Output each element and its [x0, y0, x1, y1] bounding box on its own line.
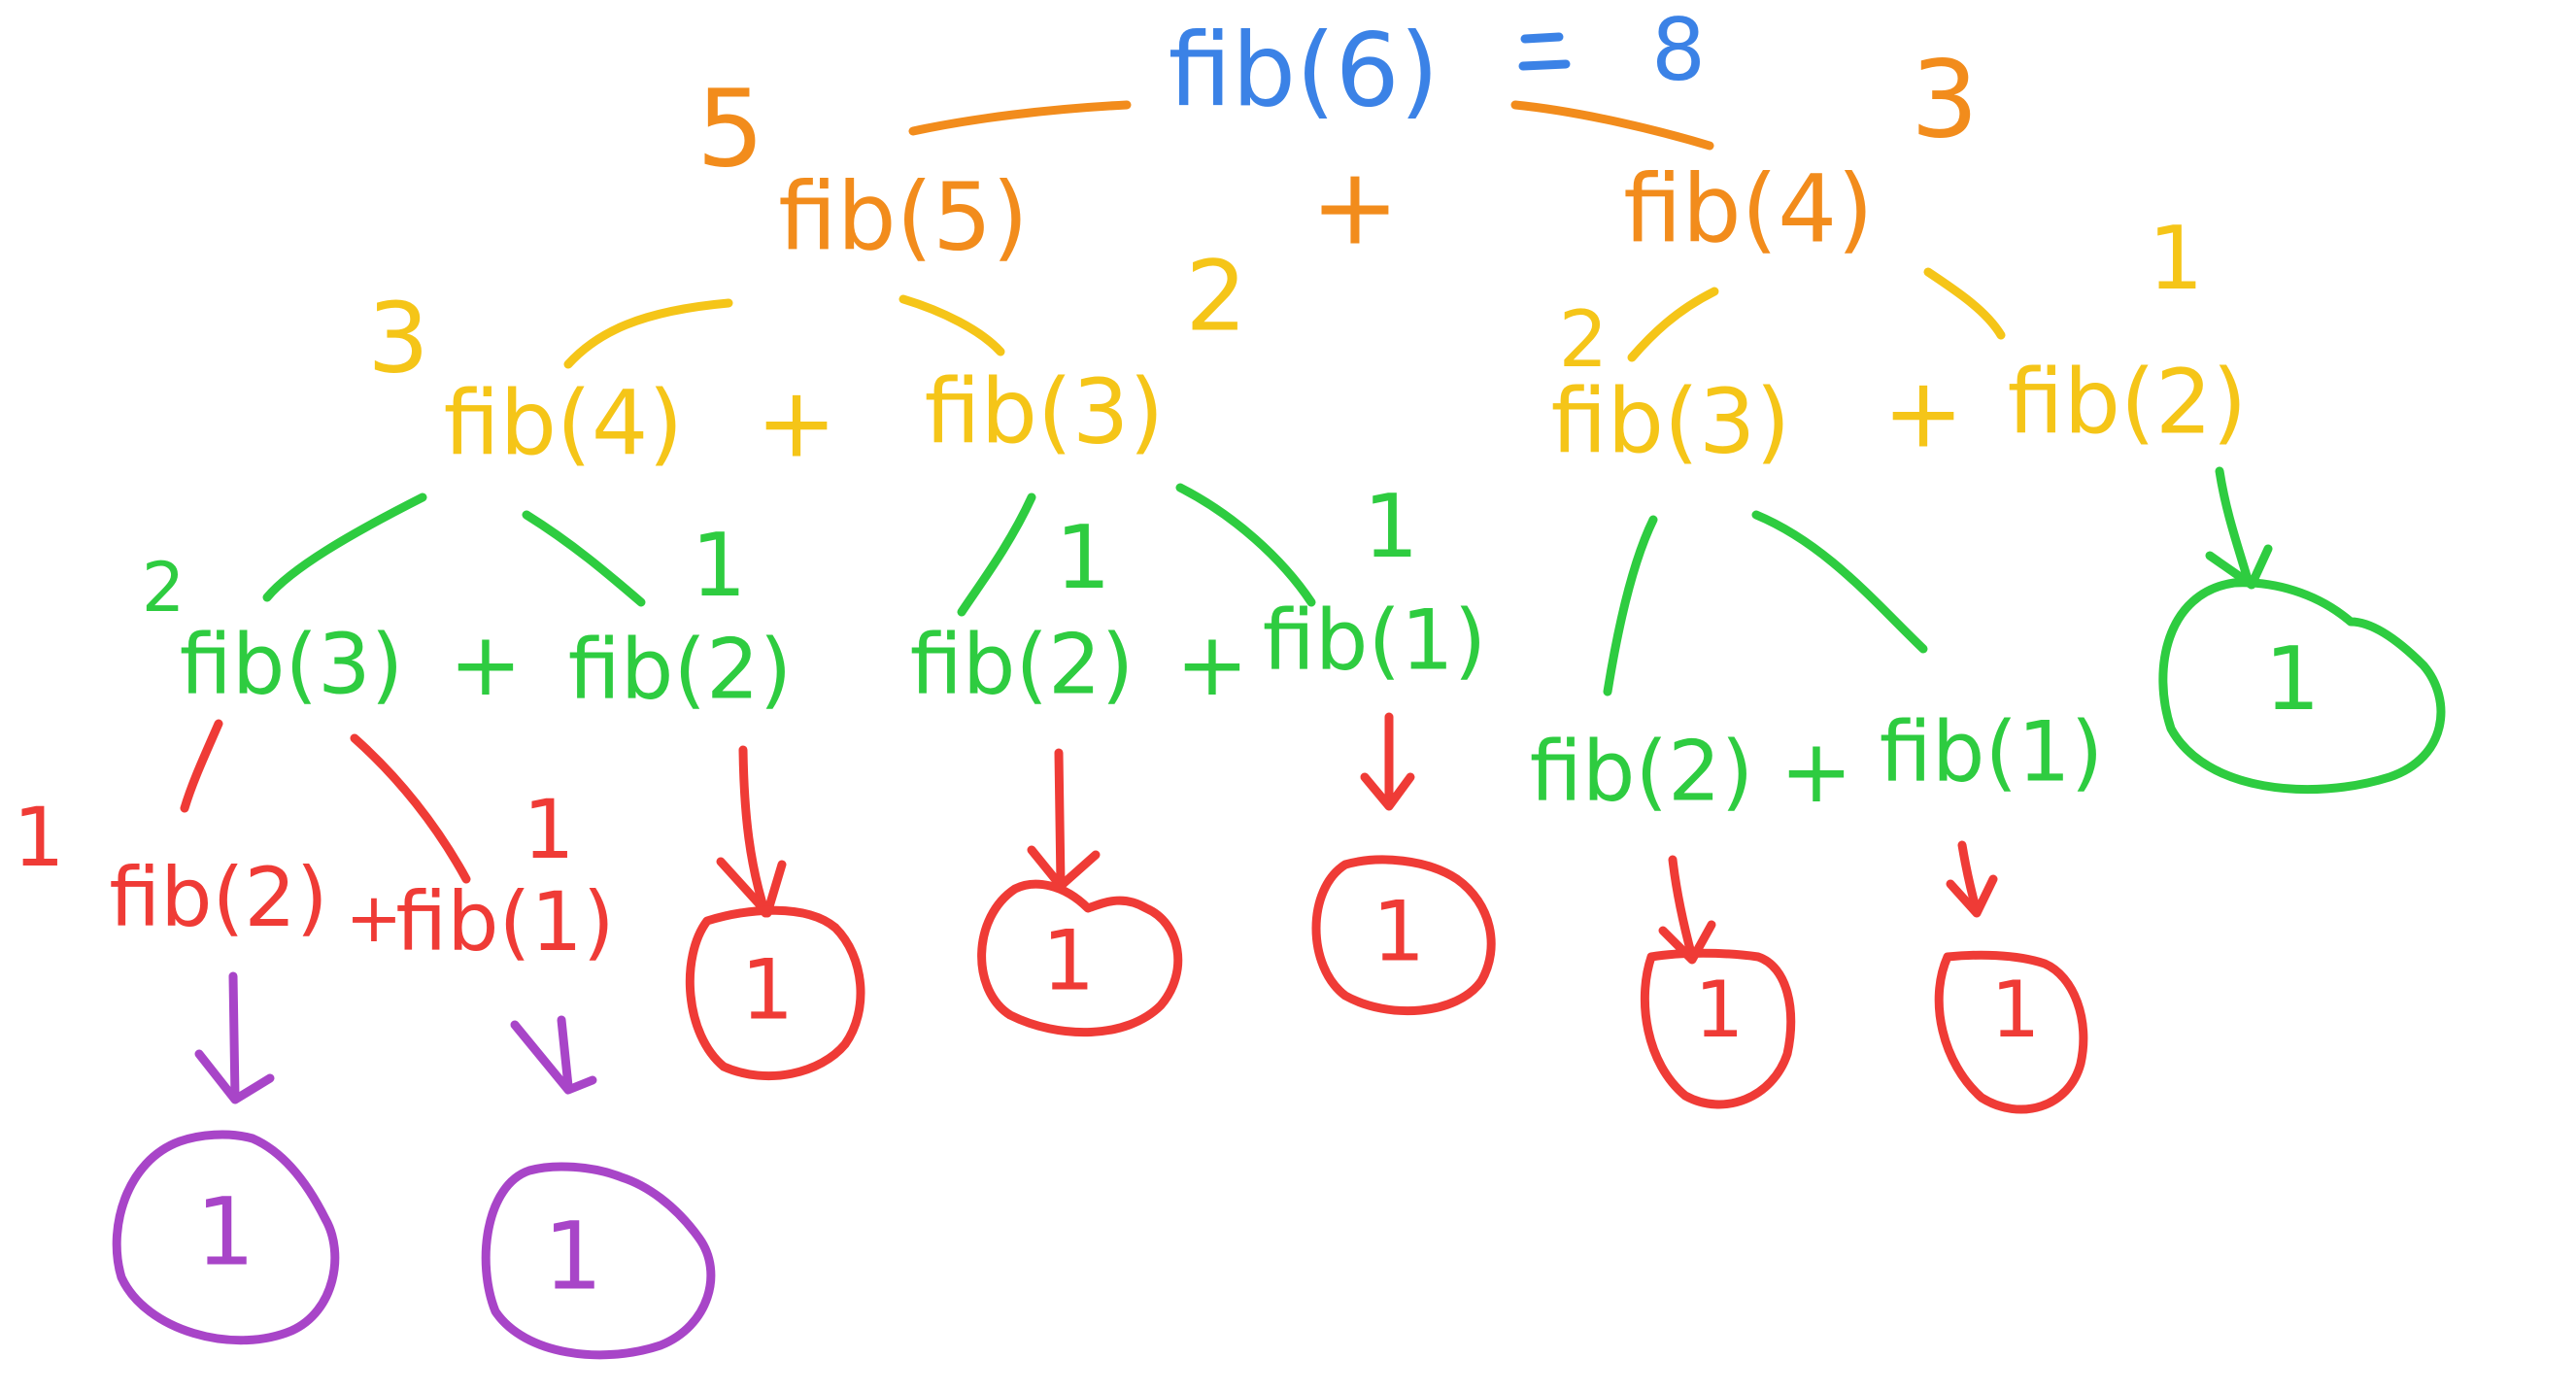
node-fib1-label: fib(1) [1880, 703, 2104, 800]
leaf-value-red: 1 [1695, 965, 1745, 1055]
edge-fib4r-to-fib2 [1923, 267, 2006, 340]
leaf-circle-green [2158, 578, 2446, 795]
node-fib4-right-value: 3 [1911, 37, 1979, 161]
node-fib5-label: fib(5) [778, 162, 1028, 271]
leaf-value-red: 1 [1042, 912, 1096, 1009]
leaf-value-red: 1 [1373, 883, 1426, 980]
edge-fib3b-to-fib2 [1603, 515, 1658, 696]
node-fib3-label: fib(3) [180, 616, 404, 713]
node-fib2-value: 1 [13, 790, 64, 885]
root-value: 8 [1651, 0, 1706, 100]
edge-fib3a-to-fib2 [957, 492, 1036, 617]
arrow-fib2-to-leaf [1054, 748, 1066, 889]
edge-fib4r-to-fib3 [1627, 287, 1719, 362]
leaf-value-red: 1 [1991, 965, 2041, 1055]
edge-fib3c-to-fib2 [180, 719, 223, 813]
edge-fib4l-to-fib2 [522, 510, 646, 607]
arrowhead [1946, 874, 1998, 918]
plus-sign: + [1779, 721, 1852, 823]
plus-sign: + [1882, 356, 1964, 469]
root-label: fib(6) [1169, 11, 1440, 129]
arrowhead [1360, 772, 1415, 811]
node-fib2-label: fib(2) [568, 621, 793, 718]
arrow-fib1-to-leaf-purple [557, 1015, 573, 1091]
plus-sign: + [449, 614, 522, 716]
leaf-circle-red [977, 879, 1183, 1037]
plus-sign: + [1175, 614, 1248, 716]
arrow-fib2-to-leaf [1668, 855, 1697, 962]
node-fib1-label: fib(1) [395, 874, 614, 969]
arrow-fib2-to-leaf-purple [228, 971, 240, 1103]
edge-fib3c-to-fib1 [350, 733, 471, 884]
leaf-circle-red [685, 905, 865, 1081]
edge-fib5-to-fib3 [898, 294, 1005, 356]
arrow-fib2-to-leaf-green [2215, 466, 2254, 588]
node-fib5-value: 5 [696, 66, 764, 190]
edge-fib5-to-fib4 [563, 298, 733, 369]
node-fib1-label: fib(1) [1263, 592, 1487, 689]
node-fib4-value: 3 [367, 281, 429, 394]
arrowhead [1658, 920, 1716, 965]
leaf-circle-purple [112, 1130, 340, 1345]
node-fib2-label: fib(2) [109, 850, 327, 945]
node-fib2-right-value: 1 [2148, 208, 2203, 310]
node-fib3-value: 2 [1185, 239, 1247, 353]
node-fib2-value: 1 [691, 515, 746, 617]
leaf-value-red: 1 [741, 941, 795, 1038]
arrowhead [510, 1020, 597, 1095]
edge-fib3a-to-fib1 [1175, 483, 1316, 607]
edge-root-to-fib4-right [1510, 100, 1714, 151]
plus-sign: + [346, 878, 403, 958]
node-fib3-value: 2 [142, 548, 186, 628]
arrowhead [194, 1049, 275, 1104]
plus-sign: + [1310, 144, 1400, 268]
edge-fib4l-to-fib3 [262, 492, 427, 602]
node-fib2-label: fib(2) [910, 616, 1135, 713]
equals-stroke [1518, 59, 1571, 71]
leaf-circle-red [1934, 950, 2088, 1114]
node-fib4-label: fib(4) [444, 371, 684, 475]
equals-stroke [1520, 32, 1564, 44]
leaf-value-green: 1 [2264, 628, 2320, 730]
node-fib3-label: fib(3) [925, 359, 1165, 463]
node-fib2-label: fib(2) [1530, 723, 1754, 820]
leaf-circle-purple [481, 1162, 716, 1360]
leaf-circle-red [1640, 948, 1796, 1109]
node-fib2-value: 1 [1055, 507, 1110, 609]
leaf-value-purple: 1 [195, 1177, 254, 1286]
edge-fib3b-to-fib1 [1751, 510, 1928, 654]
edge-root-to-fib5 [908, 100, 1132, 136]
node-fib1-value: 1 [1363, 476, 1418, 578]
node-fib3-right-value: 2 [1559, 294, 1609, 385]
plus-sign: + [756, 365, 837, 479]
arrow-fib2-to-leaf [738, 745, 770, 918]
node-fib1-value: 1 [523, 782, 574, 877]
leaf-circle-red [1311, 855, 1496, 1016]
node-fib2-right-label: fib(2) [2008, 350, 2248, 454]
node-fib3-right-label: fib(3) [1551, 369, 1791, 473]
leaf-value-purple: 1 [543, 1202, 602, 1310]
node-fib4-right-label: fib(4) [1623, 154, 1873, 263]
